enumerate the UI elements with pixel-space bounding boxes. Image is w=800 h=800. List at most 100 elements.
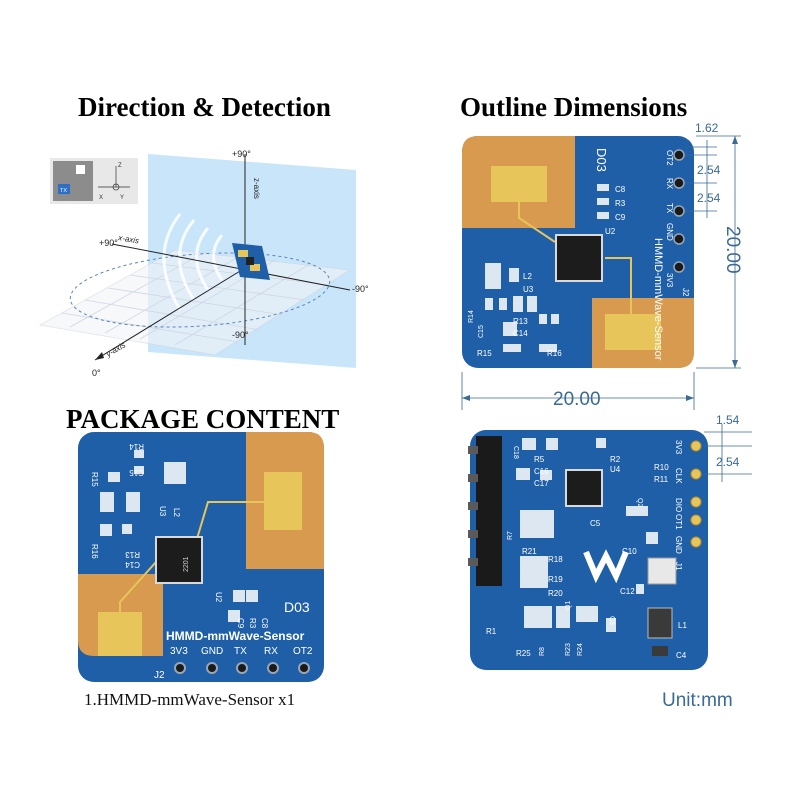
back-ref-c3: C3	[608, 616, 615, 625]
dim-height: 20.00	[722, 226, 743, 274]
back-pin-dio: DIO	[674, 498, 683, 512]
ref-r13: R13	[513, 317, 528, 326]
ref-r3: R3	[615, 199, 626, 208]
back-ref-r23: R23	[565, 643, 572, 656]
package-ref-c8: C8	[260, 618, 269, 629]
inset-board	[53, 161, 93, 201]
dimension-lines	[461, 135, 741, 410]
back-header-pins	[468, 436, 502, 586]
outline-title: Outline Dimensions	[460, 92, 688, 122]
package-ref-r15: R15	[90, 472, 99, 487]
back-ref-r2: R2	[610, 455, 621, 464]
package-pin-3v3: 3V3	[170, 646, 188, 657]
antenna-pad-2	[605, 314, 661, 350]
back-board-drawing: C18 R5 C16 C17 R2 U4 R10 R11 C5 Q2 R7 R2…	[468, 413, 752, 670]
back-ref-r20: R20	[548, 589, 563, 598]
inset-x: X	[99, 195, 103, 201]
x-axis-label: x-axis	[117, 233, 140, 246]
package-pin-rx: RX	[264, 646, 278, 657]
back-ref-l1: L1	[678, 621, 687, 630]
inset-z: Z	[118, 163, 122, 169]
package-smd-components	[100, 450, 258, 622]
back-mcu-chip	[565, 469, 603, 507]
ref-l2: L2	[523, 272, 532, 281]
smd-components	[485, 184, 609, 352]
package-ref-u2: U2	[214, 592, 223, 603]
trace-1	[518, 184, 556, 243]
front-pin-gnd: GND	[665, 223, 674, 241]
ref-r14: R14	[468, 310, 475, 323]
x-right-label: -90°	[352, 284, 369, 294]
back-ref-r25: R25	[516, 649, 531, 658]
back-connector-label: J1	[674, 562, 683, 571]
dim-back-pitch: 2.54	[716, 455, 740, 469]
package-board-rev: D03	[284, 599, 310, 615]
back-smd-components	[516, 438, 658, 632]
z-axis-label: z-axis	[252, 178, 261, 199]
front-pin-ot2: OT2	[665, 150, 674, 166]
inset-y: Y	[120, 195, 124, 201]
front-pin-rx: RX	[665, 178, 674, 190]
back-gold-pads	[690, 440, 702, 548]
back-ref-r21: R21	[522, 547, 537, 556]
package-ref-r16: R16	[90, 544, 99, 559]
package-ref-r13: R13	[125, 550, 140, 559]
back-ref-r7: R7	[507, 531, 514, 540]
inset-tx-label: TX	[60, 188, 67, 194]
package-trace-2	[119, 561, 157, 632]
ref-c14: C14	[513, 329, 528, 338]
ref-r15: R15	[477, 349, 492, 358]
inset-pad	[76, 165, 85, 174]
ref-c15: C15	[478, 325, 485, 338]
dim-back-pitch-top: 1.54	[716, 413, 740, 427]
z-top-label: +90°	[232, 149, 251, 159]
pin-holes	[673, 149, 685, 273]
package-board-name: HMMD-mmWave-Sensor	[166, 629, 305, 643]
back-inductor	[647, 607, 673, 639]
back-pin-3v3: 3V3	[674, 440, 683, 455]
back-ref-c18: C18	[512, 446, 519, 459]
inset-tx-pad	[58, 184, 70, 194]
waveshare-logo-icon	[583, 549, 629, 584]
front-board-rev: D03	[594, 148, 609, 172]
package-connector-label: J2	[154, 670, 165, 681]
back-ref-r8: R8	[539, 647, 546, 656]
back-ref-r24: R24	[577, 643, 584, 656]
back-ref-c10: C10	[622, 547, 637, 556]
back-ref-r19: R19	[548, 575, 563, 584]
dim-pitch-2: 2.54	[697, 191, 721, 205]
package-radar-chip	[155, 536, 203, 584]
back-ref-c16: C16	[534, 467, 549, 476]
ref-u2: U2	[605, 227, 616, 236]
package-trace-1	[192, 501, 283, 553]
back-ref-r1: R1	[486, 627, 497, 636]
y-zero-label: 0°	[92, 368, 101, 378]
back-ref-c5: C5	[590, 519, 601, 528]
back-ref-q1: Q1	[565, 601, 572, 610]
back-pin-gnd: GND	[674, 536, 683, 554]
back-ref-r11: R11	[654, 475, 669, 484]
front-board-name: HMMD-mmWave-Sensor	[652, 238, 664, 361]
z-bottom-label: -90°	[232, 330, 249, 340]
back-ref-q2: Q2	[636, 498, 643, 507]
radar-chip	[555, 234, 603, 282]
package-ref-c14: C14	[125, 560, 140, 569]
front-pin-tx: TX	[665, 203, 674, 214]
y-axis-label: y-axis	[104, 340, 127, 359]
back-crystal	[647, 557, 677, 585]
package-chip-marking: 2201	[183, 556, 190, 572]
back-ref-r18: R18	[548, 555, 563, 564]
dim-pitch-top: 1.62	[695, 121, 719, 135]
package-ref-u3: U3	[158, 506, 167, 517]
package-ref-c9: C9	[236, 618, 245, 629]
ref-u3: U3	[523, 285, 534, 294]
outline-dimensions-drawing: HMMD-mmWave-Sensor D03 C8 R3 C9 U2 L2 U3…	[461, 121, 743, 410]
back-pin-clk: CLK	[674, 468, 683, 484]
orientation-inset: TX Z X Y	[50, 158, 138, 204]
dim-width: 20.00	[553, 389, 601, 410]
dim-pitch-1: 2.54	[697, 163, 721, 177]
package-pin-gnd: GND	[201, 646, 223, 657]
back-cap-c4-body	[652, 646, 668, 656]
front-connector-label: J2	[681, 288, 690, 297]
back-pin-ot1: OT1	[674, 514, 683, 530]
